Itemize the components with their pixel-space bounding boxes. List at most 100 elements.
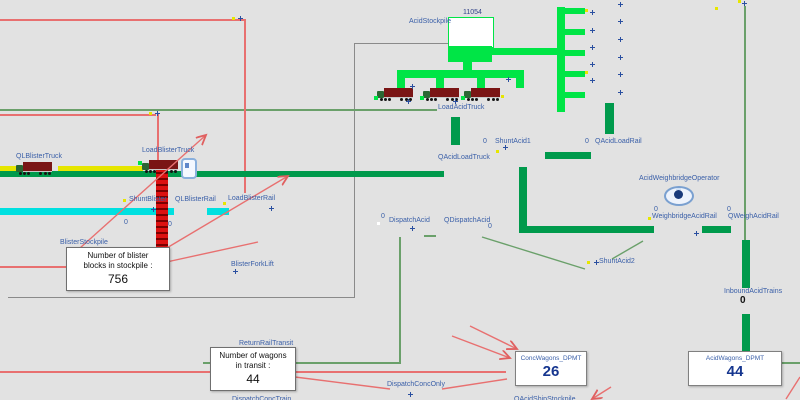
label-inbound-acid-trains: InboundAcidTrains xyxy=(724,288,783,295)
stockpile-outlet-pipe xyxy=(463,62,472,71)
yellow-dot xyxy=(715,7,718,10)
connector-line xyxy=(399,237,401,363)
white-dot xyxy=(377,222,380,225)
truck-icon[interactable] xyxy=(377,86,414,102)
red-connector xyxy=(0,114,156,116)
siding-branch xyxy=(565,71,585,77)
truck-icon[interactable] xyxy=(423,86,460,102)
yellow-dot xyxy=(585,71,588,74)
region-border-bottom xyxy=(8,297,355,298)
truck-icon[interactable] xyxy=(142,158,179,174)
blister-rail-cyan xyxy=(0,208,158,215)
truck-icon[interactable] xyxy=(16,160,53,176)
counter-label: AcidWagons_DPMT xyxy=(705,355,765,362)
yellow-dot xyxy=(232,17,235,20)
label-ql-blister-truck: QLBlisterTruck xyxy=(16,153,63,160)
cross-marker xyxy=(410,226,415,231)
cross-marker xyxy=(618,72,623,77)
label-q-ship-stockpile-partial: QAcidShipStockpile xyxy=(514,396,576,400)
manifold-drop-pipe xyxy=(516,78,524,88)
counter-value: 26 xyxy=(542,363,560,380)
label-acid-weighbridge-operator: AcidWeighbridgeOperator xyxy=(639,175,720,182)
counter-value: 44 xyxy=(726,363,744,380)
cross-marker xyxy=(618,37,623,42)
annotation-wagons-in-transit[interactable]: Number of wagons in transit : 44 xyxy=(210,347,296,391)
yellow-dot xyxy=(496,150,499,153)
value-shunt-acid1: 0 xyxy=(483,138,487,145)
siding-header-pipe xyxy=(557,7,565,112)
cross-marker xyxy=(410,84,415,89)
label-dispatch-conc-train-partial: DispatchConcTrain xyxy=(232,396,292,400)
entity-dot xyxy=(374,96,378,100)
blister-rail-cyan xyxy=(168,208,174,215)
red-connector-diagonal xyxy=(161,241,259,264)
yellow-dot xyxy=(501,95,504,98)
entity-dot xyxy=(420,96,424,100)
cross-marker xyxy=(453,99,458,104)
label-load-blister-truck: LoadBlisterTruck xyxy=(142,147,195,154)
label-dispatch-acid: DispatchAcid xyxy=(389,217,430,224)
rail-segment xyxy=(545,152,591,159)
weighbridge-operator-icon[interactable] xyxy=(664,186,694,206)
blister-rail-cyan xyxy=(207,208,229,215)
connector-line xyxy=(424,235,436,237)
annotation-blister-stockpile[interactable]: Number of blister blocks in stockpile : … xyxy=(66,247,170,291)
red-connector-diagonal xyxy=(294,376,391,390)
rail-segment xyxy=(742,240,750,288)
annotation-value: 756 xyxy=(107,272,129,286)
rail-segment xyxy=(451,117,460,145)
loading-manifold-pipe xyxy=(397,70,524,78)
red-arrow xyxy=(451,335,510,358)
rail-segment xyxy=(702,226,731,233)
cross-marker xyxy=(408,392,413,397)
label-q-dispatch-acid: QDispatchAcid xyxy=(444,217,491,224)
value-inbound-acid-trains: 0 xyxy=(740,295,746,306)
acid-stockpile-bin-empty[interactable] xyxy=(448,17,494,48)
connector-line xyxy=(0,109,437,111)
entity-dot xyxy=(138,161,142,165)
cross-marker xyxy=(269,206,274,211)
label-blister-forklift: BlisterForkLift xyxy=(231,261,274,268)
red-connector xyxy=(0,266,66,268)
counter-acid-wagons[interactable]: AcidWagons_DPMT 44 xyxy=(688,351,782,386)
yellow-dot xyxy=(223,202,226,205)
truck-icon[interactable] xyxy=(464,86,501,102)
value-acid-stockpile-level: 11054 xyxy=(463,9,482,16)
connector-line xyxy=(781,362,800,364)
label-q-acid-load-truck: QAcidLoadTruck xyxy=(438,154,490,161)
region-border-top xyxy=(354,43,448,44)
label-load-acid-truck: LoadAcidTruck xyxy=(438,104,485,111)
label-ql-blister-rail: QLBlisterRail xyxy=(175,196,216,203)
label-acid-stockpile: AcidStockpile xyxy=(409,18,452,25)
value-weighbridge-acid-rail: 0 xyxy=(654,206,658,213)
manifold-drop-pipe xyxy=(397,78,405,88)
cross-marker xyxy=(590,62,595,67)
value-dispatch-acid: 0 xyxy=(381,213,385,220)
annotation-text: blocks in stockpile : xyxy=(83,261,153,270)
red-connector xyxy=(0,19,246,21)
counter-conc-wagons[interactable]: ConcWagons_DPMT 26 xyxy=(515,351,587,386)
siding-branch xyxy=(565,50,585,56)
cross-marker xyxy=(238,16,243,21)
value-q-weigh-acid-rail: 0 xyxy=(727,206,731,213)
fuel-pump-icon[interactable] xyxy=(181,158,197,179)
value-q-blister-2: 0 xyxy=(168,221,172,228)
label-shunt-acid1: ShuntAcid1 xyxy=(495,138,531,145)
cross-marker xyxy=(618,19,623,24)
siding-branch xyxy=(565,8,585,14)
cross-marker xyxy=(618,55,623,60)
red-arrow xyxy=(469,325,517,349)
cross-marker xyxy=(406,99,411,104)
label-shunt-blister: ShuntBlister xyxy=(129,196,167,203)
truck-road-green xyxy=(0,171,444,177)
cross-marker xyxy=(742,1,747,6)
cross-marker xyxy=(590,78,595,83)
yellow-dot xyxy=(123,199,126,202)
stockpile-feed-pipe xyxy=(492,48,558,55)
rail-segment xyxy=(519,167,527,233)
entity-dot xyxy=(461,96,465,100)
connector-line xyxy=(203,362,401,364)
yellow-dot xyxy=(738,0,741,3)
cross-marker xyxy=(155,111,160,116)
